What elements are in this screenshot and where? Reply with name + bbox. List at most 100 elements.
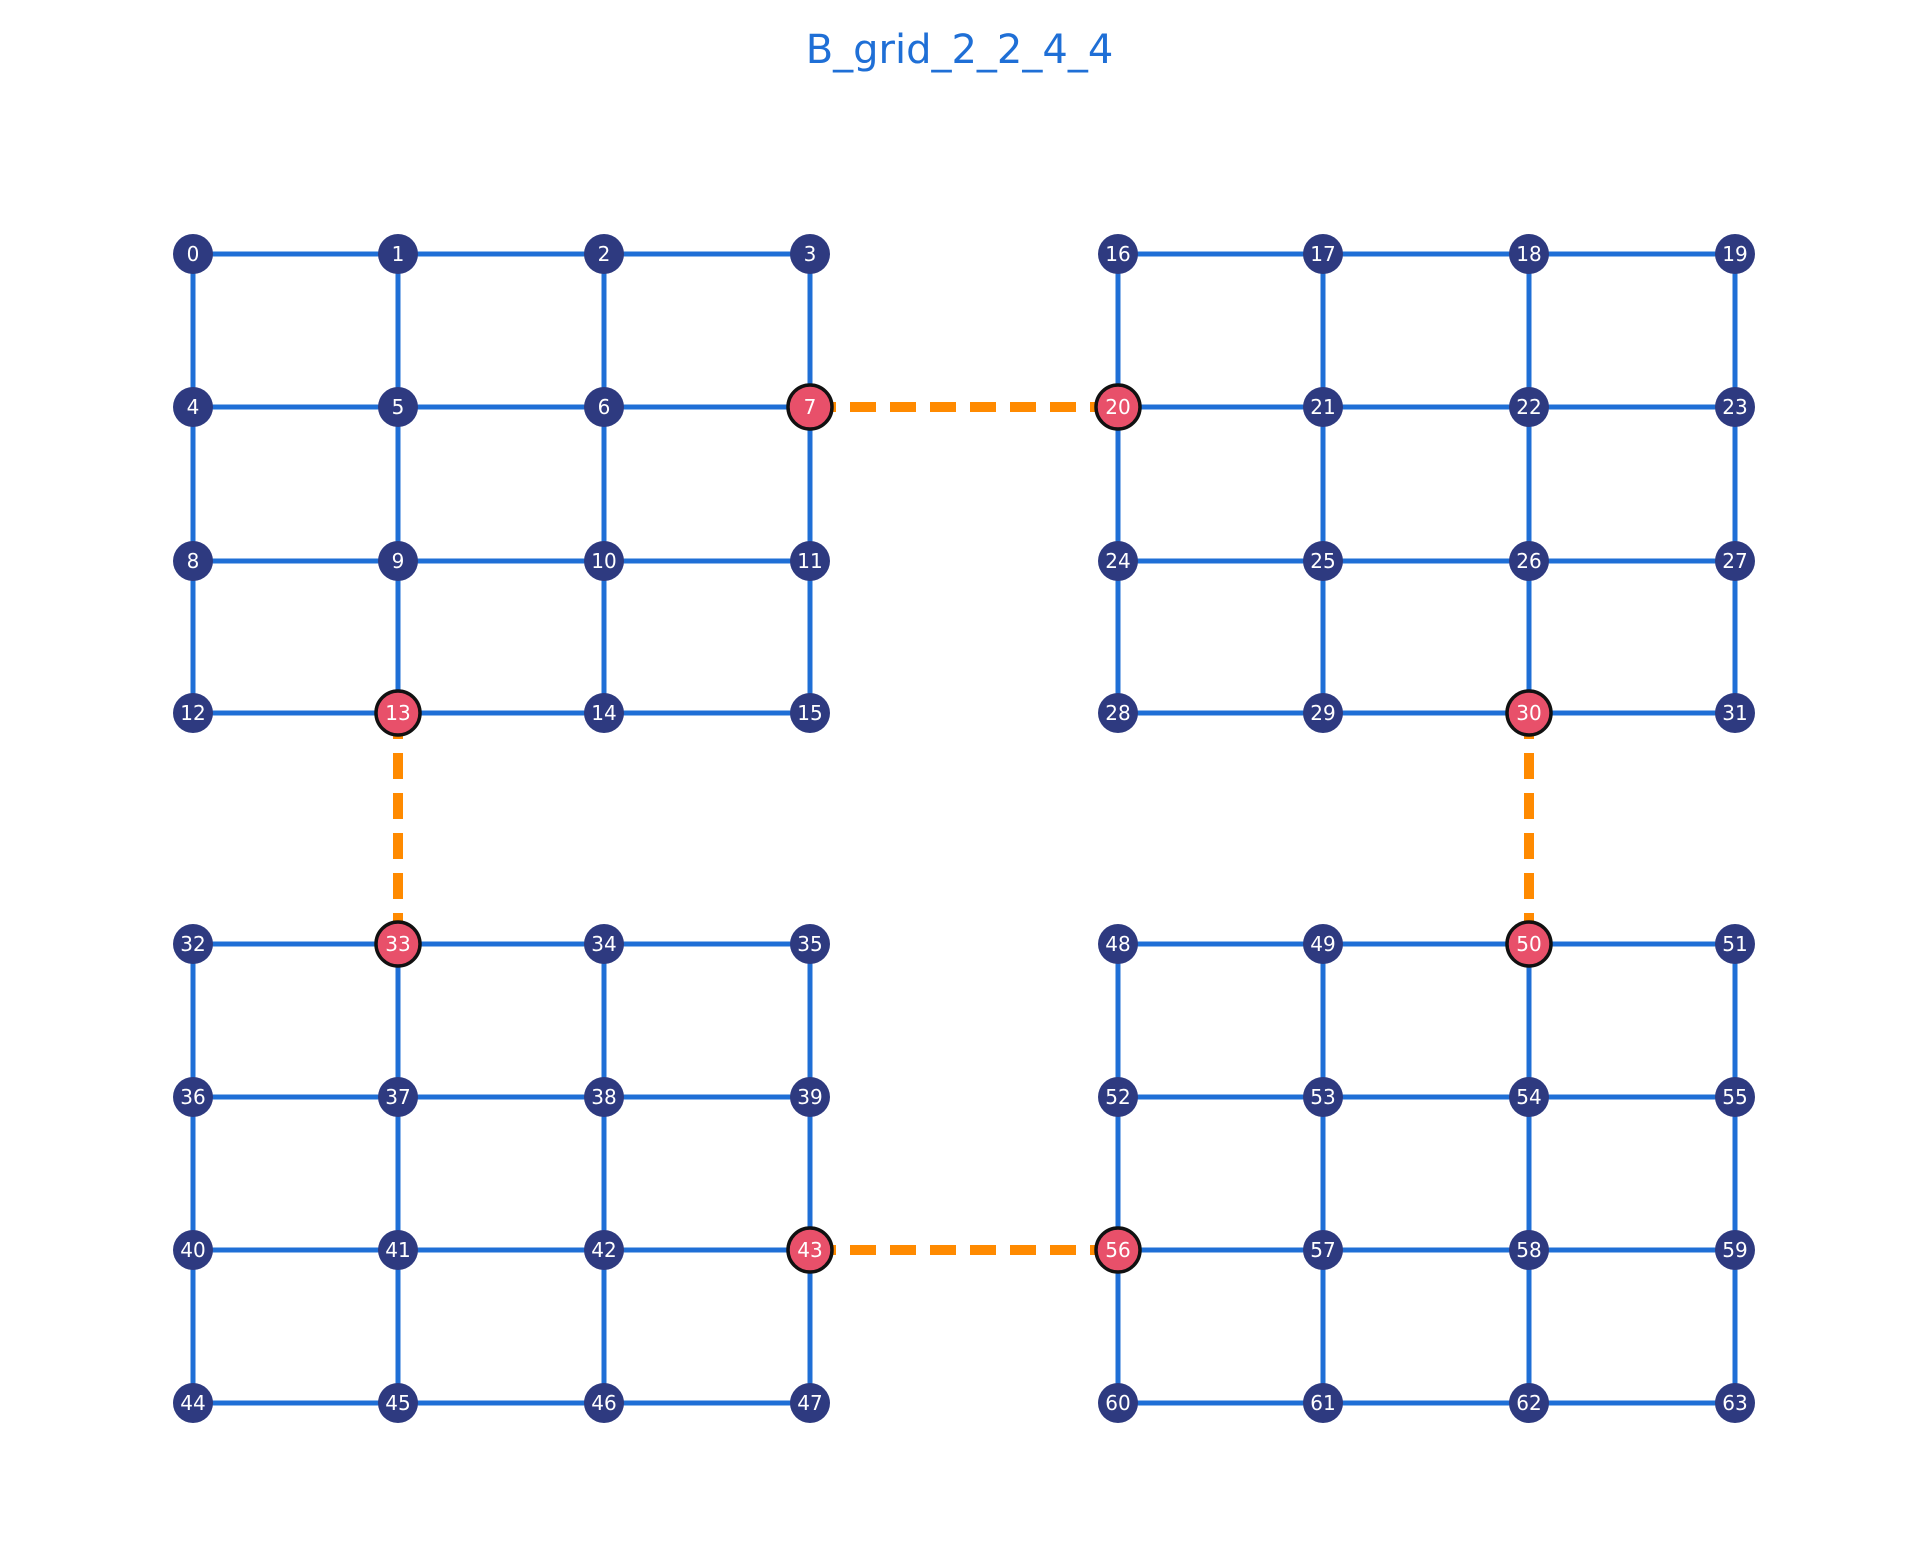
node-label: 32 xyxy=(180,932,205,956)
node-circle xyxy=(1505,920,1553,968)
node-label: 27 xyxy=(1722,549,1747,573)
node-circle xyxy=(1098,1383,1138,1423)
node-label: 62 xyxy=(1516,1391,1541,1415)
node-label: 1 xyxy=(392,242,405,266)
node-51: 51 xyxy=(1715,924,1755,964)
node-label: 49 xyxy=(1310,932,1335,956)
node-9: 9 xyxy=(378,541,418,581)
node-24: 24 xyxy=(1098,541,1138,581)
node-42: 42 xyxy=(584,1230,624,1270)
node-58: 58 xyxy=(1509,1230,1549,1270)
node-8: 8 xyxy=(173,541,213,581)
node-label: 48 xyxy=(1105,932,1130,956)
node-label: 10 xyxy=(591,549,616,573)
node-circle xyxy=(1715,387,1755,427)
node-label: 42 xyxy=(591,1238,616,1262)
node-circle xyxy=(584,1383,624,1423)
bridge-node-13: 13 xyxy=(374,689,422,737)
node-circle xyxy=(173,924,213,964)
node-label: 9 xyxy=(392,549,405,573)
node-circle xyxy=(378,1383,418,1423)
node-label: 23 xyxy=(1722,395,1747,419)
node-circle xyxy=(790,1077,830,1117)
node-label: 45 xyxy=(385,1391,410,1415)
node-label: 28 xyxy=(1105,701,1130,725)
node-60: 60 xyxy=(1098,1383,1138,1423)
node-circle xyxy=(378,234,418,274)
node-11: 11 xyxy=(790,541,830,581)
node-circle xyxy=(584,234,624,274)
node-circle xyxy=(1505,689,1553,737)
node-circle xyxy=(1098,693,1138,733)
node-label: 51 xyxy=(1722,932,1747,956)
node-label: 19 xyxy=(1722,242,1747,266)
node-circle xyxy=(1303,1383,1343,1423)
node-circle xyxy=(173,541,213,581)
node-label: 59 xyxy=(1722,1238,1747,1262)
node-circle xyxy=(1303,387,1343,427)
bridge-node-30: 30 xyxy=(1505,689,1553,737)
node-label: 58 xyxy=(1516,1238,1541,1262)
bridge-node-56: 56 xyxy=(1094,1226,1142,1274)
node-circle xyxy=(378,387,418,427)
node-label: 40 xyxy=(180,1238,205,1262)
node-circle xyxy=(173,693,213,733)
node-label: 16 xyxy=(1105,242,1130,266)
node-59: 59 xyxy=(1715,1230,1755,1270)
node-32: 32 xyxy=(173,924,213,964)
node-circle xyxy=(173,1230,213,1270)
node-41: 41 xyxy=(378,1230,418,1270)
node-label: 7 xyxy=(804,395,817,419)
node-15: 15 xyxy=(790,693,830,733)
node-circle xyxy=(1715,541,1755,581)
node-circle xyxy=(378,1230,418,1270)
bridge-node-20: 20 xyxy=(1094,383,1142,431)
node-circle xyxy=(790,924,830,964)
node-45: 45 xyxy=(378,1383,418,1423)
node-circle xyxy=(1303,1077,1343,1117)
node-circle xyxy=(1303,1230,1343,1270)
node-16: 16 xyxy=(1098,234,1138,274)
node-label: 41 xyxy=(385,1238,410,1262)
node-44: 44 xyxy=(173,1383,213,1423)
node-38: 38 xyxy=(584,1077,624,1117)
node-circle xyxy=(790,234,830,274)
node-circle xyxy=(378,1077,418,1117)
node-circle xyxy=(790,1383,830,1423)
node-label: 14 xyxy=(591,701,616,725)
node-label: 50 xyxy=(1516,932,1541,956)
node-circle xyxy=(1715,1383,1755,1423)
node-label: 12 xyxy=(180,701,205,725)
node-circle xyxy=(1303,234,1343,274)
node-label: 35 xyxy=(797,932,822,956)
node-48: 48 xyxy=(1098,924,1138,964)
node-22: 22 xyxy=(1509,387,1549,427)
node-label: 52 xyxy=(1105,1085,1130,1109)
bridge-node-43: 43 xyxy=(786,1226,834,1274)
node-55: 55 xyxy=(1715,1077,1755,1117)
node-label: 38 xyxy=(591,1085,616,1109)
node-label: 2 xyxy=(598,242,611,266)
node-circle xyxy=(1715,1077,1755,1117)
node-label: 37 xyxy=(385,1085,410,1109)
node-29: 29 xyxy=(1303,693,1343,733)
node-23: 23 xyxy=(1715,387,1755,427)
node-label: 3 xyxy=(804,242,817,266)
node-circle xyxy=(584,693,624,733)
node-circle xyxy=(1098,924,1138,964)
node-label: 21 xyxy=(1310,395,1335,419)
bridge-edges-layer xyxy=(393,402,1534,1255)
node-circle xyxy=(786,383,834,431)
node-label: 44 xyxy=(180,1391,205,1415)
node-46: 46 xyxy=(584,1383,624,1423)
node-39: 39 xyxy=(790,1077,830,1117)
node-label: 57 xyxy=(1310,1238,1335,1262)
node-label: 0 xyxy=(187,242,200,266)
node-circle xyxy=(584,1230,624,1270)
node-label: 25 xyxy=(1310,549,1335,573)
node-10: 10 xyxy=(584,541,624,581)
node-circle xyxy=(584,387,624,427)
node-circle xyxy=(1715,1230,1755,1270)
